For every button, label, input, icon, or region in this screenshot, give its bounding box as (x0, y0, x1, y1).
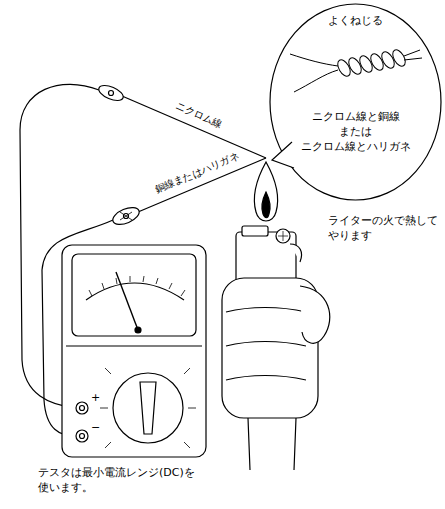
bubble-heading: よくねじる (288, 14, 423, 29)
twisted-wire (290, 48, 422, 92)
bubble-tail (272, 142, 294, 168)
note-text: ライターの火で熱して やります (328, 214, 442, 244)
tester (62, 245, 206, 457)
wire-label: ニクロム線 (173, 99, 224, 131)
wire-end (404, 50, 422, 60)
wire-coil (390, 48, 408, 69)
wire-b (294, 70, 338, 92)
alligator-clip (97, 82, 142, 228)
speech-bubble: よくねじるニクロム線と銅線 または ニクロム線とハリガネ (268, 2, 443, 202)
note-text: テスタは最小電流レンジ(DC)を 使います。 (38, 466, 228, 496)
terminal-sign: + (91, 391, 100, 406)
wire-a (290, 54, 338, 66)
bubble-tail-cover (293, 143, 294, 167)
bubble-outline (268, 2, 443, 202)
hand (222, 278, 330, 470)
terminal-sign: − (91, 421, 100, 436)
wire-label: 銅線またはハリガネ (153, 149, 241, 196)
bubble-ellipse (270, 4, 441, 200)
bubble-text: ニクロム線と銅線 または ニクロム線とハリガネ (297, 110, 415, 155)
flame (254, 162, 277, 221)
